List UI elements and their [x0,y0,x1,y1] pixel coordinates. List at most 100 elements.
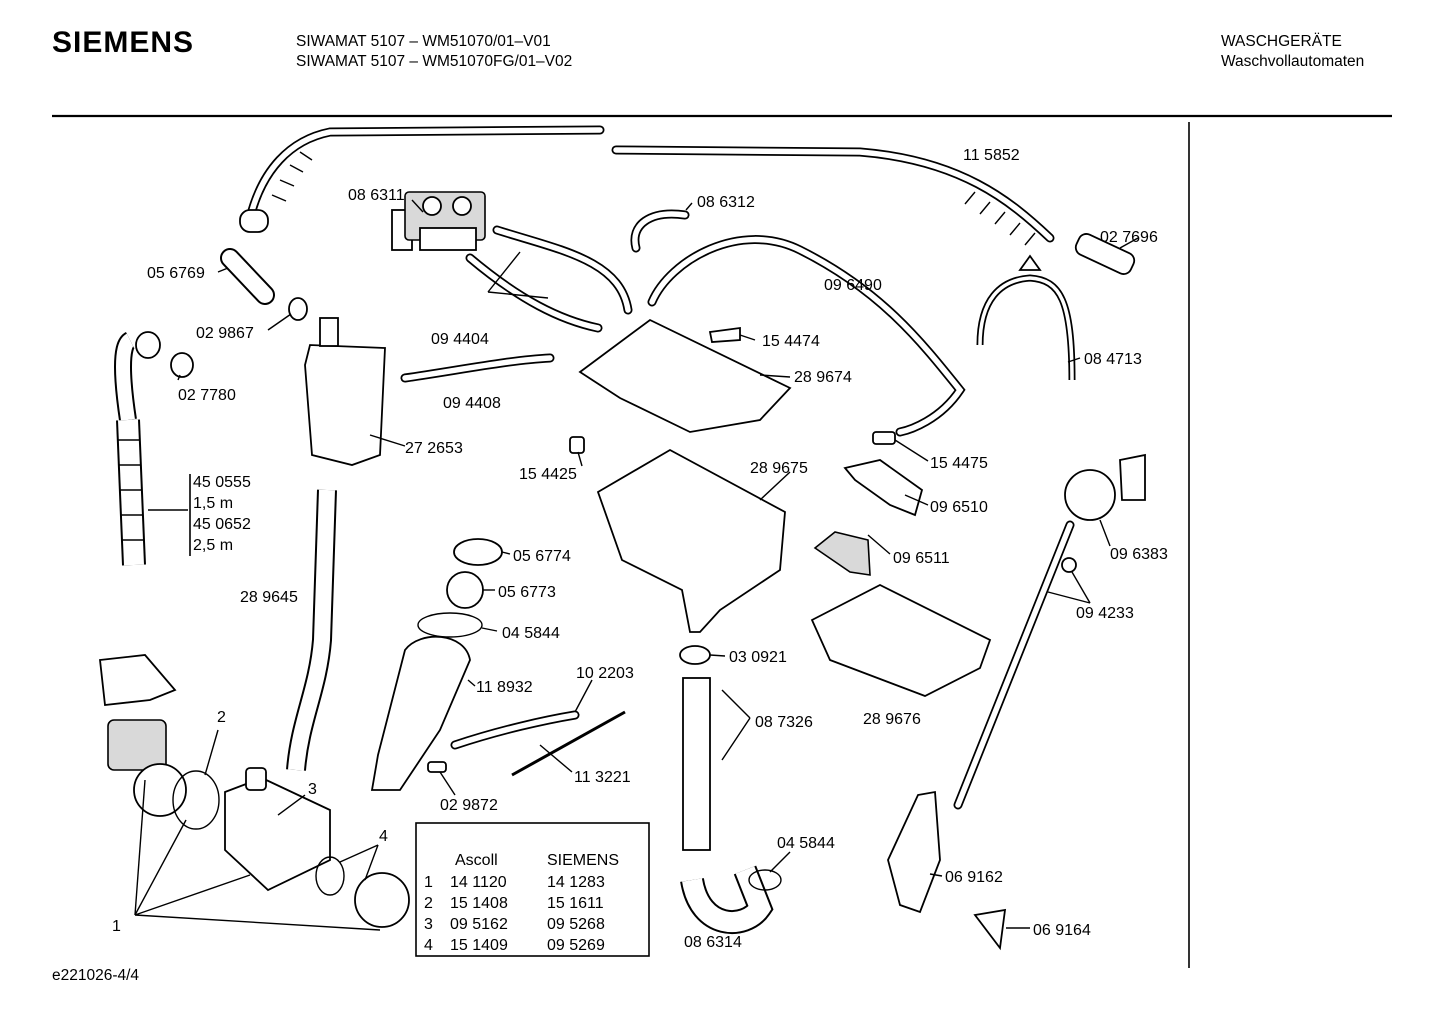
label-04-5844-a: 04 5844 [502,625,560,642]
label-09-4408: 09 4408 [443,395,501,412]
label-05-6769: 05 6769 [147,265,205,282]
label-number-4: 4 [379,828,388,845]
rod-11-3221 [511,710,626,777]
label-11-8932: 11 8932 [476,679,533,696]
model-line-1: SIWAMAT 5107 – WM51070/01–V01 [296,33,551,50]
label-09-6383: 09 6383 [1110,546,1168,563]
label-15-4475: 15 4475 [930,455,988,472]
table-cell-siemens: 09 5269 [547,937,605,954]
label-09-6510: 09 6510 [930,499,988,516]
label-15-4425: 15 4425 [519,466,577,483]
category-line-2: Waschvollautomaten [1221,53,1365,70]
table-header-ascoll: Ascoll [455,852,498,869]
part-15-4425 [569,436,585,454]
table-cell-siemens: 09 5268 [547,916,605,933]
model-line-2: SIWAMAT 5107 – WM51070FG/01–V02 [296,53,573,70]
bracket-06-9162 [887,790,941,914]
label-06-9164: 06 9164 [1033,922,1091,939]
clamp-04-5844 [417,612,483,638]
label-05-6773: 05 6773 [498,584,556,601]
inlet-hose-drawing [239,125,1055,246]
table-cell-siemens: 14 1283 [547,874,605,891]
part-02-9872 [427,761,447,773]
filter-4 [354,872,410,928]
part-06-9164 [973,908,1007,951]
label-28-9674: 28 9674 [794,369,852,386]
label-28-9645: 28 9645 [240,589,298,606]
label-09-6511: 09 6511 [893,550,950,567]
pressure-switch-09-6383 [1064,469,1116,521]
label-02-7780: 02 7780 [178,387,236,404]
drain-pipe-08-7326 [682,677,711,851]
category: WASCHGERÄTE Waschvollautomaten [1221,32,1364,72]
dispenser-housing-28-9675 [596,448,786,633]
table-row-index: 1 [424,874,433,891]
seal-4 [315,856,345,896]
seal-05-6774 [453,538,503,566]
label-09-4233: 09 4233 [1076,605,1134,622]
table-cell-siemens: 15 1611 [547,895,604,912]
label-09-6490: 09 6490 [824,277,882,294]
drain-pump-1 [107,719,167,771]
label-number-3: 3 [308,781,317,798]
label-45-0652: 45 0652 [193,516,251,533]
part-09-6510 [843,459,924,517]
label-04-5844-b: 04 5844 [777,835,835,852]
label-number-2: 2 [217,709,226,726]
drawer-28-9676 [810,583,992,697]
label-08-6312: 08 6312 [697,194,755,211]
label-15-4474: 15 4474 [762,333,820,350]
hose-09-4404-a [465,253,603,333]
leader-lines [148,199,1139,929]
table-cell-ascoll: 15 1409 [450,937,508,954]
label-08-4713: 08 4713 [1084,351,1142,368]
label-08-6314: 08 6314 [684,934,742,951]
bellows-11-8932 [370,635,471,791]
label-05-6774: 05 6774 [513,548,571,565]
drawing-id: e221026-4/4 [52,967,140,984]
part-15-4475 [872,431,896,445]
table-row-index: 4 [424,937,433,954]
label-length-1: 1,5 m [193,495,233,512]
part-02-7696 [1074,233,1136,275]
table-header-siemens: SIEMENS [547,852,619,869]
brand-logo: SIEMENS [52,26,195,59]
label-28-9676: 28 9676 [863,711,921,728]
ring-02-9867 [288,297,308,321]
part-09-6511 [813,531,871,576]
clip-15-4474 [708,326,741,343]
label-09-4404: 09 4404 [431,331,489,348]
ball-05-6773 [446,571,484,609]
seal-03-0921 [679,645,711,665]
water-valve-drawing [391,191,486,251]
tray-28-9674 [578,318,792,433]
label-02-7696: 02 7696 [1100,229,1158,246]
label-03-0921: 03 0921 [729,649,787,666]
label-06-9162: 06 9162 [945,869,1003,886]
drain-hose-drawing [114,331,194,566]
pump-cover [99,654,177,706]
table-row-index: 3 [424,916,433,933]
label-11-3221: 11 3221 [574,769,631,786]
label-02-9867: 02 9867 [196,325,254,342]
container-27-2653 [304,344,386,466]
label-45-0555: 45 0555 [193,474,251,491]
table-cell-ascoll: 09 5162 [450,916,508,933]
category-line-1: WASCHGERÄTE [1221,33,1342,50]
table-cell-ascoll: 14 1120 [450,874,507,891]
label-08-6311: 08 6311 [348,187,405,204]
seal-2 [172,770,220,830]
label-28-9675: 28 9675 [750,460,808,477]
label-08-7326: 08 7326 [755,714,813,731]
label-02-9872: 02 9872 [440,797,498,814]
label-27-2653: 27 2653 [405,440,463,457]
label-10-2203: 10 2203 [576,665,634,682]
table-row-index: 2 [424,895,433,912]
model-designation: SIWAMAT 5107 – WM51070/01–V01 SIWAMAT 51… [296,32,572,72]
label-length-2: 2,5 m [193,537,233,554]
label-number-1: 1 [112,918,121,935]
table-cell-ascoll: 15 1408 [450,895,508,912]
elbow-08-6312 [630,209,690,253]
reference-table: Ascoll SIEMENS 1 14 1120 14 1283 2 15 14… [415,822,650,957]
